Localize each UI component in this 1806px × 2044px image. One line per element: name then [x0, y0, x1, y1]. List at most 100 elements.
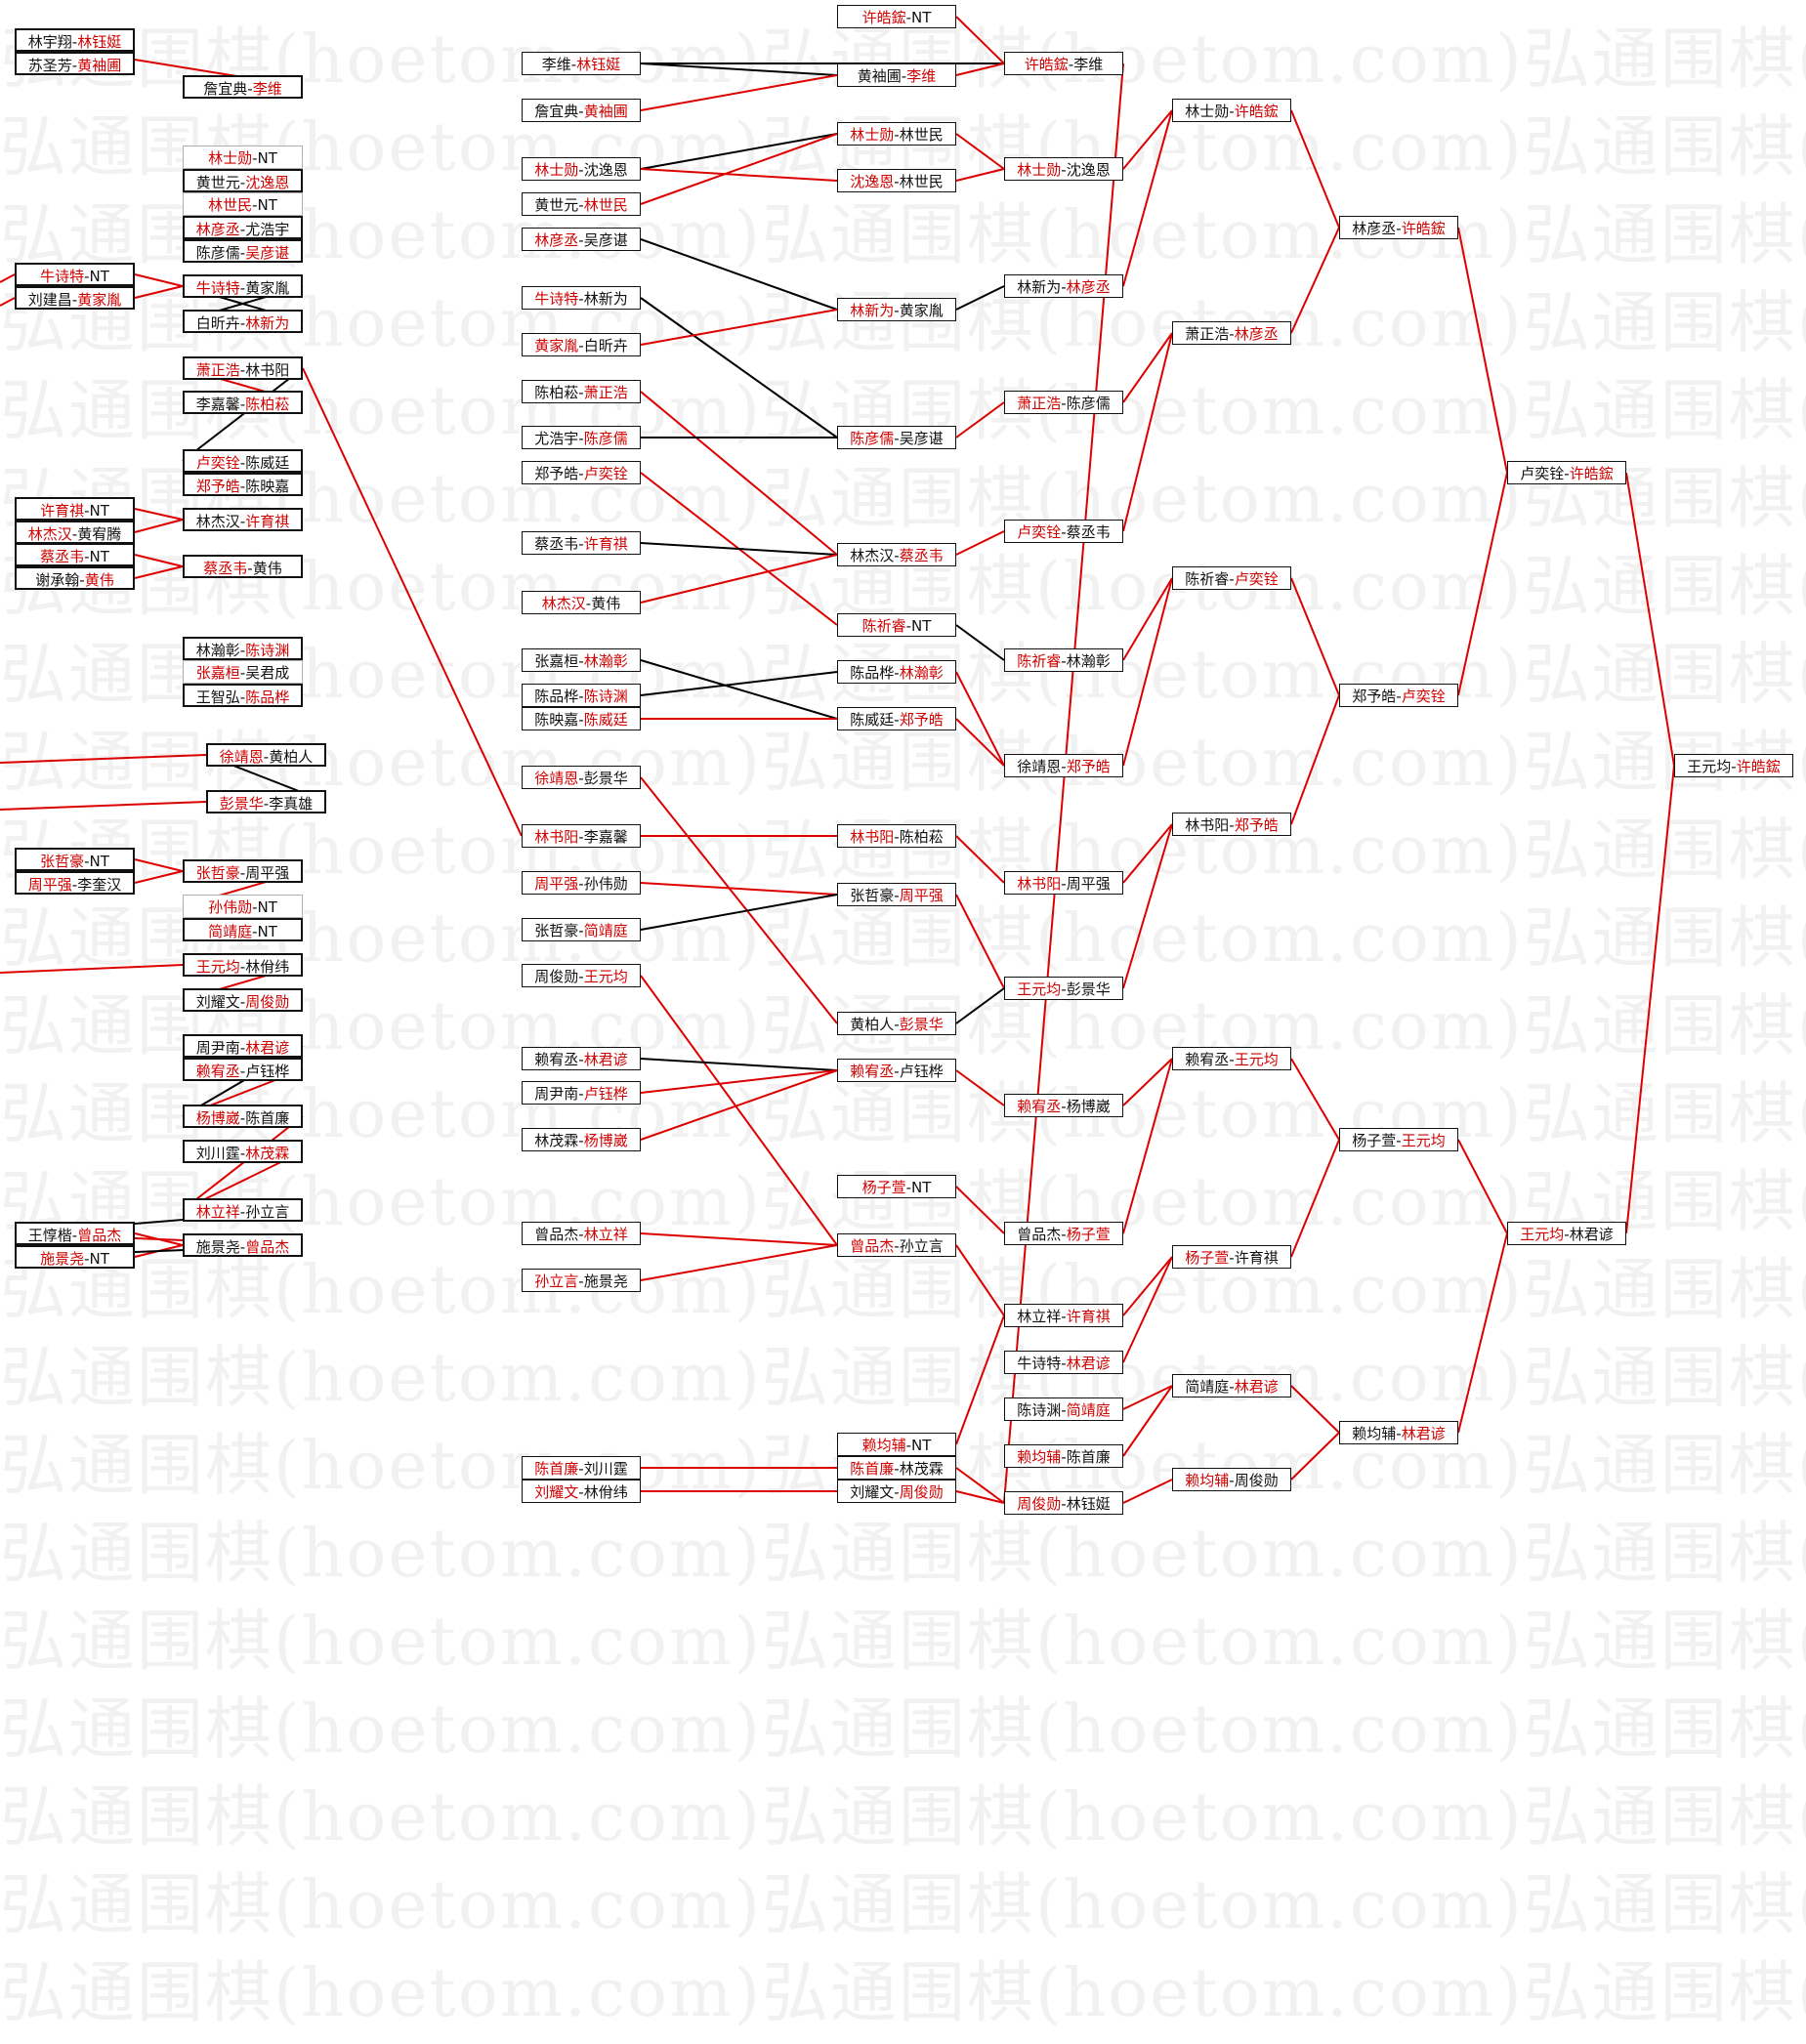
match-box: 刘建昌-黄家胤 [15, 286, 135, 310]
match-box: 王元均-林佾纬 [183, 953, 303, 977]
separator: - [84, 548, 90, 565]
match-box: 曾品杰-杨子萱 [1004, 1222, 1123, 1245]
match-box: 陈诗渊-简靖庭 [1004, 1397, 1123, 1421]
player-a: 林杰汉 [27, 525, 72, 543]
player-b: 卢奕铨 [1401, 688, 1446, 705]
connector-line [1122, 577, 1173, 767]
match-box: 白昕卉-林新为 [183, 310, 303, 333]
connector-line [1122, 1256, 1173, 1363]
connector-line [1290, 1432, 1340, 1481]
player-b: 林书阳 [245, 361, 290, 379]
player-b: 李真雄 [269, 795, 314, 813]
player-a: 周尹南 [195, 1039, 240, 1057]
connector-line [640, 1058, 838, 1071]
player-a: 郑予皓 [195, 478, 240, 495]
player-b: 林钰娗 [1066, 1495, 1111, 1513]
player-b: 陈柏菘 [899, 828, 944, 846]
match-box: 陈映嘉-陈威廷 [522, 707, 641, 730]
connector-line [1122, 823, 1173, 884]
separator: - [578, 1226, 584, 1243]
match-box: 陈彦儒-吴彦谌 [183, 239, 303, 263]
player-a: 刘耀文 [534, 1483, 579, 1501]
match-box: 苏圣芳-黄袖圃 [15, 52, 135, 75]
connector-line [1290, 1058, 1340, 1141]
separator: - [1061, 1401, 1067, 1419]
separator: - [578, 968, 584, 985]
match-box: 施景尧-曾品杰 [183, 1233, 303, 1257]
connector-line [640, 1069, 838, 1094]
separator: - [239, 1063, 246, 1080]
connector-line [955, 671, 1005, 767]
connector-line [134, 565, 184, 579]
player-b: NT [257, 923, 277, 940]
player-a: 陈品桦 [850, 664, 895, 682]
separator: - [239, 958, 246, 976]
match-box: 林书阳-郑予皓 [1172, 813, 1291, 836]
separator: - [570, 56, 577, 73]
separator: - [1564, 465, 1570, 482]
player-a: 周尹南 [534, 1085, 579, 1103]
player-a: 许育祺 [40, 502, 85, 520]
connector-line [1625, 765, 1675, 1234]
match-box: 徐靖恩-郑予皓 [1004, 754, 1123, 777]
player-b: 郑予皓 [1234, 816, 1279, 834]
separator: - [247, 560, 253, 577]
connector-line [1457, 1139, 1508, 1234]
player-a: 孙伟勋 [208, 898, 253, 916]
separator: - [894, 1460, 900, 1478]
match-box: 赖均辅-林君谚 [1339, 1421, 1458, 1444]
match-box: 萧正浩-林书阳 [183, 356, 303, 380]
separator: - [905, 1179, 912, 1196]
match-box: 许皓鋐-NT [837, 5, 956, 28]
separator: - [578, 1051, 584, 1068]
connector-line [640, 776, 838, 1024]
match-box: 简靖庭-林君谚 [1172, 1374, 1291, 1397]
match-box: 张嘉桓-林瀚彰 [522, 648, 641, 672]
separator: - [578, 1272, 584, 1290]
connector-line [1122, 109, 1173, 287]
match-box: 林彦丞-尤浩宇 [183, 216, 303, 239]
separator: - [252, 898, 258, 916]
player-b: 曾品杰 [245, 1238, 290, 1256]
separator: - [71, 876, 78, 894]
connector-line [182, 367, 304, 462]
player-b: 彭景华 [583, 770, 628, 787]
player-b: 王元均 [1401, 1132, 1446, 1149]
watermark-row: 弘通围棋(hoetom.com)弘通围棋(hoetom.com)弘通围棋(hoe… [0, 1779, 1806, 1856]
separator: - [1229, 1051, 1235, 1068]
player-b: NT [911, 617, 932, 635]
separator: - [1229, 1472, 1235, 1489]
match-box: 陈祈睿-NT [837, 613, 956, 637]
watermark-row: 弘通围棋(hoetom.com)弘通围棋(hoetom.com)弘通围棋(hoe… [0, 1691, 1806, 1769]
watermark-row: 弘通围棋(hoetom.com)弘通围棋(hoetom.com)弘通围棋(hoe… [0, 1604, 1806, 1681]
player-b: 卢钰桦 [245, 1063, 290, 1080]
separator: - [578, 384, 584, 401]
player-a: 林士勋 [1017, 161, 1062, 179]
separator: - [71, 33, 78, 51]
connector-line [640, 309, 838, 346]
connector-line [1122, 577, 1173, 661]
player-a: 赖均辅 [1185, 1472, 1230, 1489]
connector-line [640, 238, 838, 311]
player-a: 许皓鋐 [1024, 56, 1069, 73]
player-b: 黄柏人 [269, 748, 314, 766]
match-box: 王元均-林君谚 [1507, 1222, 1626, 1245]
player-b: 林彦丞 [1066, 278, 1111, 296]
player-a: 牛诗特 [1017, 1355, 1062, 1372]
match-box: 牛诗特-黄家胤 [183, 274, 303, 298]
player-b: 林钰娗 [77, 33, 122, 51]
match-box: 杨子萱-王元均 [1339, 1128, 1458, 1151]
match-box: 陈柏菘-萧正浩 [522, 380, 641, 403]
player-a: 卢奕铨 [1017, 523, 1062, 541]
separator: - [578, 1132, 584, 1149]
match-box: 陈祈睿-林瀚彰 [1004, 648, 1123, 672]
match-box: 刘耀文-周俊勋 [837, 1480, 956, 1503]
match-box: 许育祺-NT [15, 497, 135, 521]
separator: - [578, 430, 584, 447]
connector-line [640, 1244, 838, 1281]
player-b: 林钰娗 [576, 56, 621, 73]
player-b: 陈映嘉 [245, 478, 290, 495]
player-a: 刘建昌 [27, 291, 72, 309]
player-a: 赖宥丞 [1017, 1098, 1062, 1115]
player-a: 王惇楷 [27, 1227, 72, 1244]
